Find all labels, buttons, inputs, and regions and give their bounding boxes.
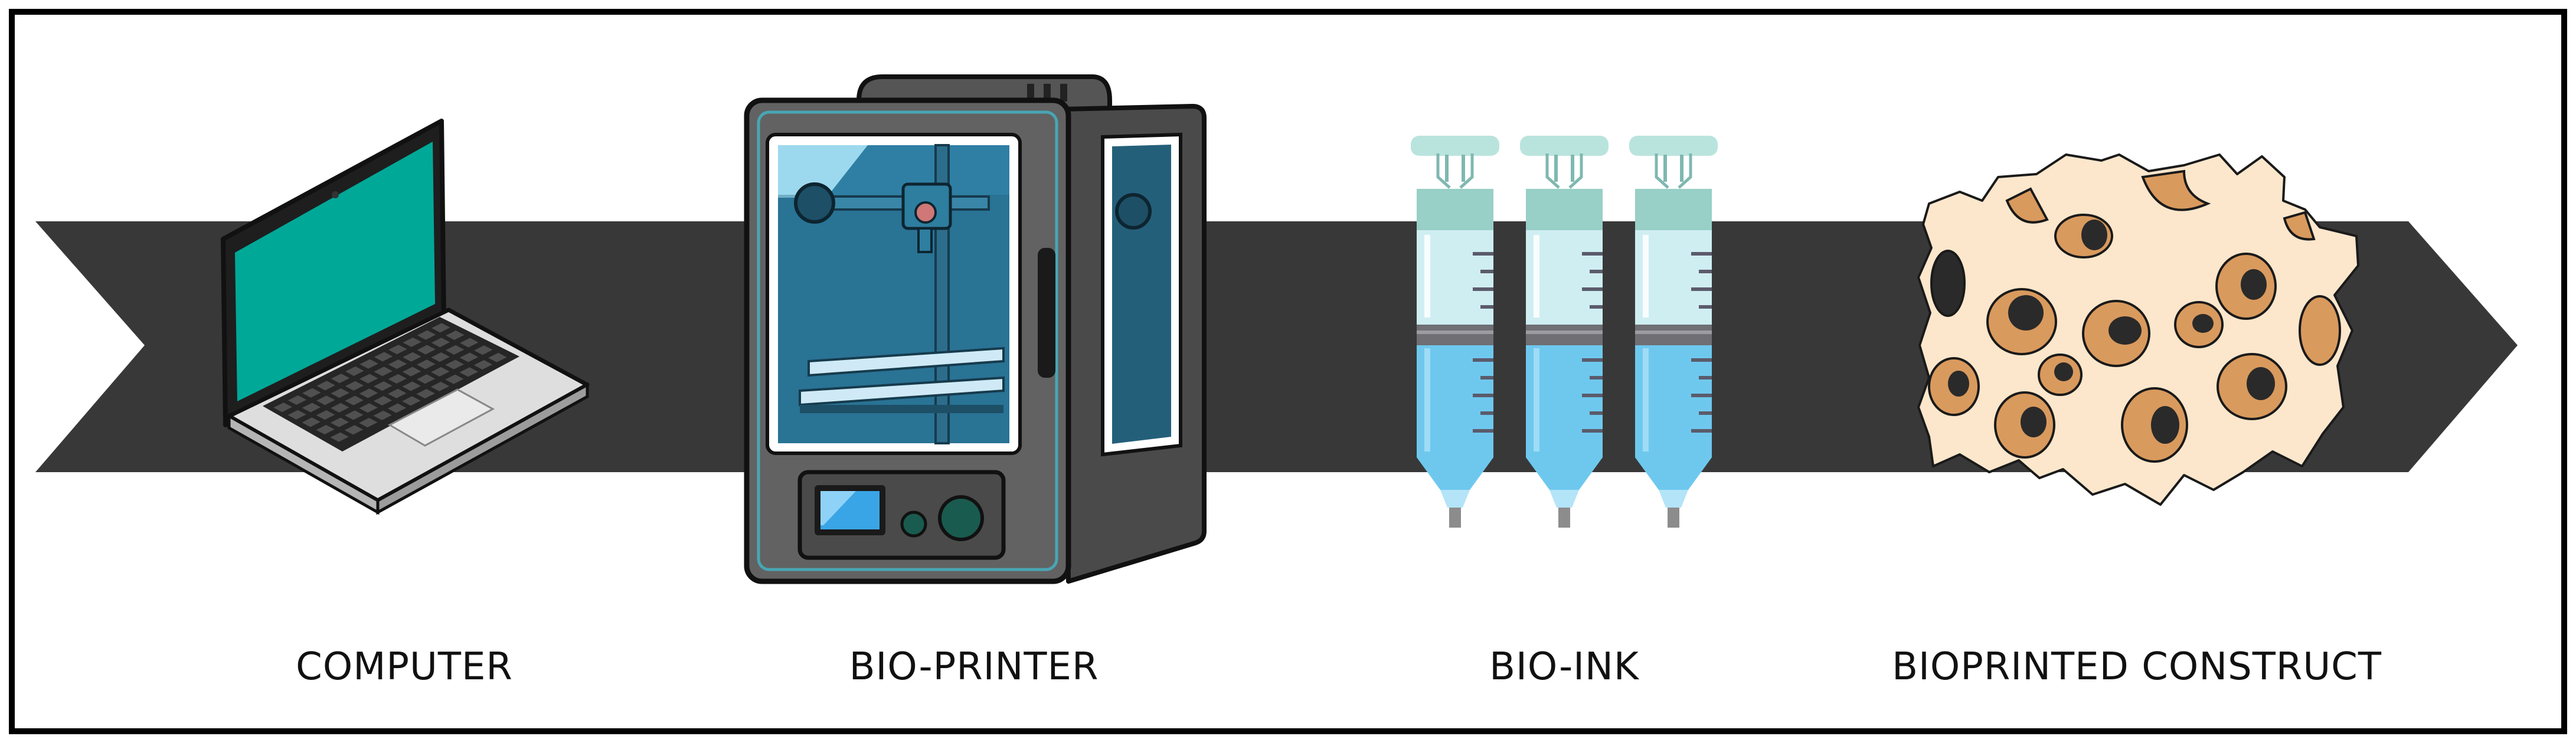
keyboard-key — [345, 366, 364, 376]
keyboard-key — [417, 359, 436, 369]
keyboard-key — [331, 403, 349, 413]
keyboard-key — [388, 388, 407, 398]
keyboard-key — [431, 367, 450, 377]
keyboard-key — [331, 374, 350, 384]
keyboard-key — [273, 403, 292, 413]
keyboard-key — [417, 345, 436, 355]
keyboard-key — [460, 338, 479, 348]
process-arrow — [35, 221, 2518, 472]
keyboard-key — [373, 410, 392, 420]
keyboard-key — [430, 381, 450, 391]
syringe — [1411, 136, 1499, 528]
keyboard-key — [374, 352, 393, 362]
keyboard-key — [316, 410, 335, 420]
laptop-icon — [221, 119, 590, 515]
keyboard-key — [359, 403, 378, 413]
keyboard-key — [388, 345, 407, 355]
keyboard-key — [388, 374, 407, 384]
step-label-bioprinter: BIO-PRINTER — [849, 645, 1099, 689]
keyboard-key — [416, 374, 436, 384]
step-label-computer: COMPUTER — [296, 645, 513, 689]
keyboard-key — [402, 381, 421, 391]
keyboard-key — [374, 381, 393, 391]
keyboard-key — [488, 352, 507, 362]
keyboard-key — [416, 389, 435, 399]
keyboard-key — [302, 403, 321, 413]
keyboard-key — [287, 395, 307, 405]
keyboard-key — [402, 367, 421, 377]
keyboard-key — [287, 410, 306, 420]
keyboard-key — [474, 345, 493, 355]
keyboard-key — [359, 374, 378, 384]
scaffold-icon — [1917, 153, 2359, 506]
keyboard-key — [402, 396, 421, 406]
keyboard-key — [345, 410, 364, 420]
keyboard-key — [403, 352, 421, 362]
keyboard-key — [316, 381, 335, 391]
keyboard-key — [403, 337, 421, 347]
keyboard-key — [302, 417, 321, 427]
keyboard-key — [359, 359, 378, 369]
syringe-icon — [1411, 136, 1718, 528]
keyboard-key — [345, 381, 364, 391]
keyboard-key — [431, 352, 450, 362]
keyboard-key — [445, 374, 464, 384]
keyboard-key — [387, 403, 407, 413]
keyboard-key — [359, 418, 378, 428]
keyboard-key — [359, 388, 378, 398]
step-label-bioink: BIO-INK — [1489, 645, 1639, 689]
keyboard-key — [459, 352, 479, 362]
keyboard-key — [388, 359, 407, 369]
keyboard-key — [431, 323, 450, 333]
keyboard-key — [316, 424, 335, 435]
step-label-bioprinted-construct: BIOPRINTED CONSTRUCT — [1892, 645, 2382, 689]
keyboard-key — [344, 425, 364, 435]
keyboard-key — [316, 395, 335, 405]
keyboard-key — [431, 338, 450, 348]
keyboard-key — [445, 359, 464, 369]
keyboard-key — [473, 360, 493, 370]
keyboard-key — [459, 367, 478, 377]
keyboard-key — [417, 330, 436, 340]
keyboard-key — [374, 367, 393, 377]
keyboard-key — [373, 395, 393, 406]
keyboard-key — [330, 417, 349, 427]
keyboard-key — [345, 395, 364, 405]
keyboard-key — [330, 432, 349, 442]
keyboard-keys — [273, 323, 507, 442]
keyboard-key — [302, 388, 321, 398]
keyboard-key — [331, 388, 349, 398]
keyboard-key — [445, 345, 465, 355]
keyboard-key — [446, 330, 465, 341]
bioprinter-icon — [744, 74, 1207, 584]
